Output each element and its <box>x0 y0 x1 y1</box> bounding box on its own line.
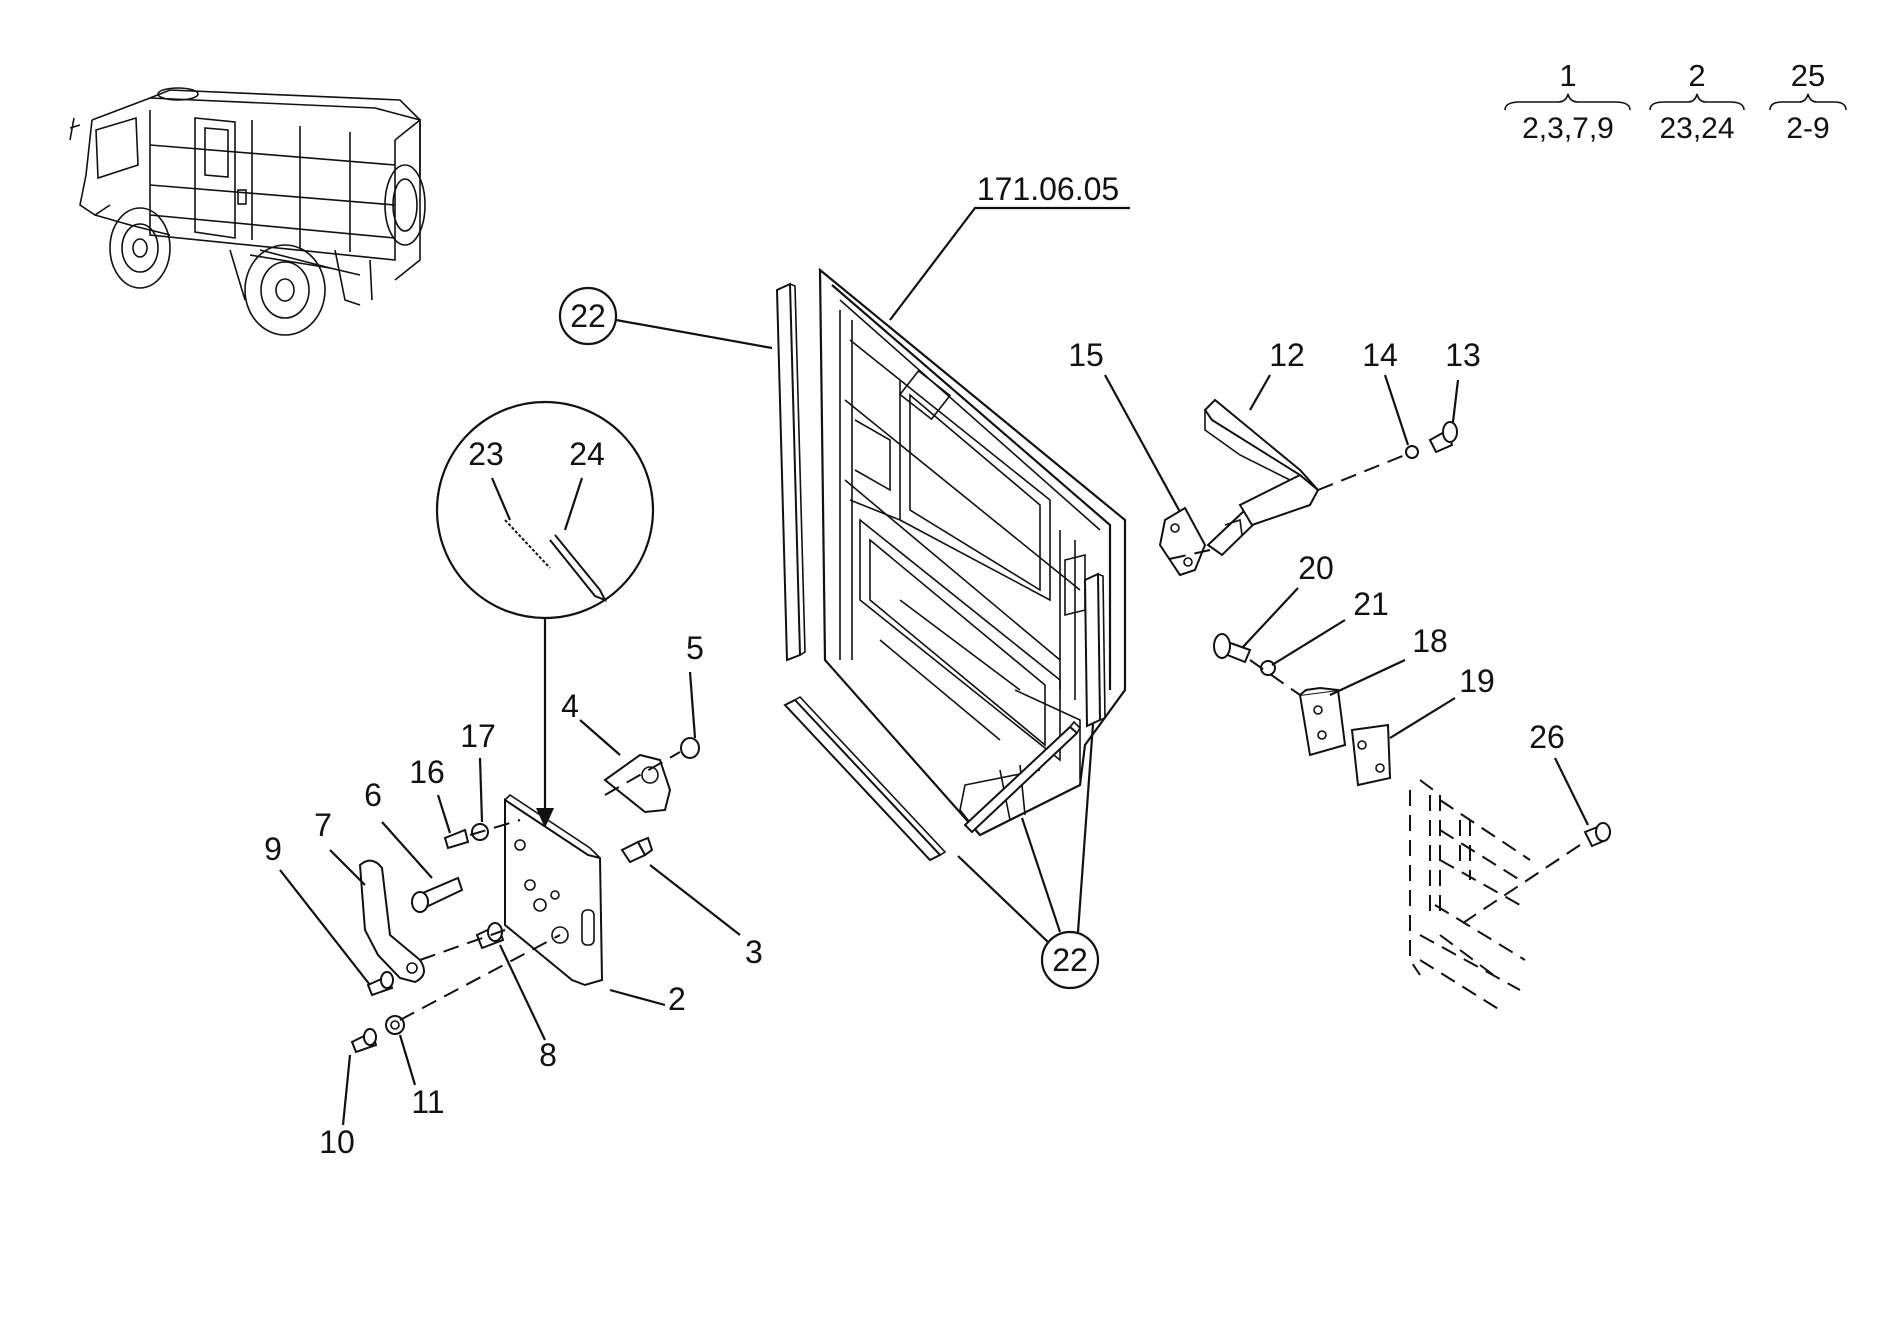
callout-numbers: 2 3 4 5 6 7 8 9 10 11 12 13 14 15 16 17 … <box>264 337 1565 1160</box>
group-2: 2 23,24 <box>1649 58 1745 145</box>
callout-20: 20 <box>1298 550 1334 586</box>
callout-24: 24 <box>569 436 605 472</box>
group-1: 1 2,3,7,9 <box>1504 58 1631 145</box>
callout-16: 16 <box>409 754 445 790</box>
reference-number: 171.06.05 <box>977 171 1119 207</box>
callout-26: 26 <box>1529 719 1565 755</box>
body-pillar <box>1409 779 1611 1011</box>
callout-23: 23 <box>468 436 504 472</box>
callout-22-top-label: 22 <box>570 298 606 334</box>
callout-22-top: 22 <box>558 286 773 350</box>
seal-strip-vertical-left <box>775 282 806 662</box>
escutcheon-plate <box>1158 506 1207 577</box>
callout-7: 7 <box>314 807 332 843</box>
group-legend: 1 2,3,7,9 2 23,24 25 2-9 <box>1504 58 1847 145</box>
seal-strip-bottom <box>783 695 947 862</box>
group-1-parts: 2,3,7,9 <box>1522 112 1614 145</box>
pin-24 <box>549 534 608 602</box>
reference-label: 171.06.05 <box>889 171 1130 321</box>
callout-3: 3 <box>745 934 763 970</box>
lock-assembly <box>350 737 700 1054</box>
callout-22-bottom-label: 22 <box>1052 942 1088 978</box>
callout-17: 17 <box>460 718 496 754</box>
group-1-number: 1 <box>1559 58 1576 93</box>
callout-21: 21 <box>1353 586 1389 622</box>
group-25: 25 2-9 <box>1769 58 1847 145</box>
callout-15: 15 <box>1068 337 1104 373</box>
leader-lines <box>279 374 1589 1126</box>
callout-12: 12 <box>1269 337 1305 373</box>
group-2-number: 2 <box>1688 58 1705 93</box>
callout-4: 4 <box>561 688 579 724</box>
group-2-parts: 23,24 <box>1659 112 1734 145</box>
door-frame <box>818 267 1127 837</box>
group-25-parts: 2-9 <box>1786 112 1829 145</box>
callout-18: 18 <box>1412 623 1448 659</box>
callout-14: 14 <box>1362 337 1398 373</box>
lock-washer-14 <box>1405 445 1419 459</box>
callout-6: 6 <box>364 777 382 813</box>
callout-8: 8 <box>539 1037 557 1073</box>
callout-22-bottom: 22 <box>957 723 1100 990</box>
seal-strip-diagonal <box>963 720 1082 834</box>
callout-19: 19 <box>1459 663 1495 699</box>
callout-9: 9 <box>264 831 282 867</box>
callout-11: 11 <box>411 1084 444 1120</box>
striker-assembly <box>1213 633 1392 787</box>
callout-5: 5 <box>686 630 704 666</box>
handle-assembly <box>1158 398 1458 577</box>
seal-strip-vertical-right <box>1083 572 1106 728</box>
callout-13: 13 <box>1445 337 1481 373</box>
vehicle-thumbnail <box>69 87 426 336</box>
group-25-number: 25 <box>1791 58 1825 93</box>
callout-2: 2 <box>668 981 686 1017</box>
callout-10: 10 <box>319 1124 355 1160</box>
